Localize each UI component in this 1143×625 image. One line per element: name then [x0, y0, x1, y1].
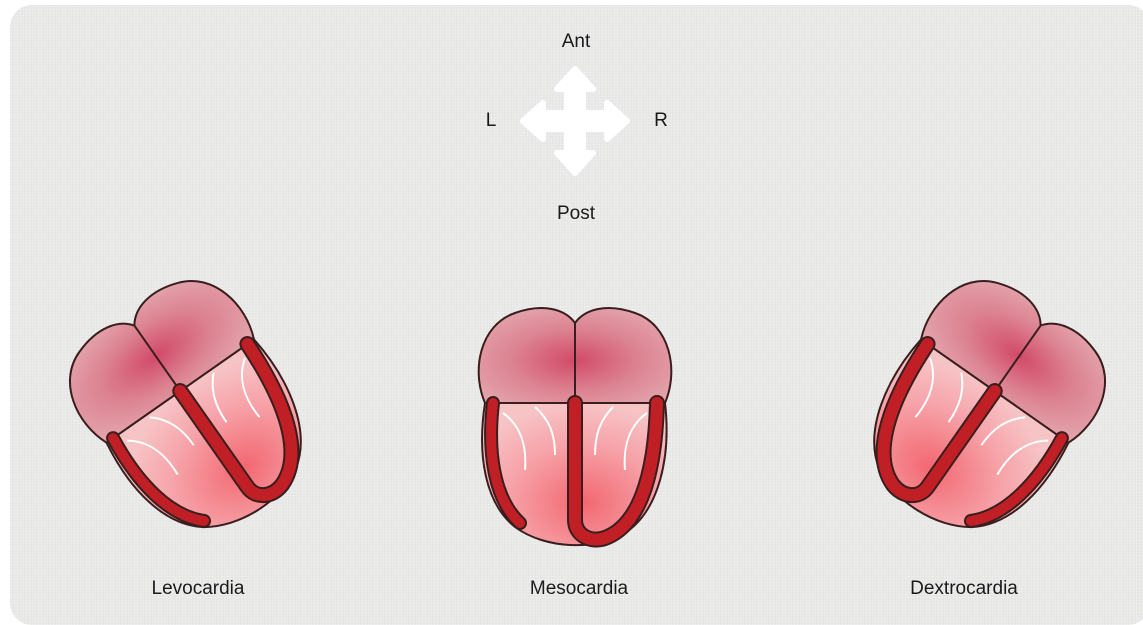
compass-left-label: L	[486, 110, 497, 132]
compass-posterior-label: Post	[557, 203, 595, 225]
mesocardia-heart	[479, 308, 672, 545]
levocardia-heart	[47, 258, 341, 563]
compass-right-label: R	[654, 110, 668, 132]
mesocardia-label: Mesocardia	[530, 578, 628, 600]
dextrocardia-label: Dextrocardia	[910, 578, 1018, 600]
compass-arrows-icon	[523, 69, 627, 173]
dextrocardia-heart	[834, 258, 1128, 563]
levocardia-label: Levocardia	[152, 578, 245, 600]
compass-anterior-label: Ant	[562, 31, 591, 53]
